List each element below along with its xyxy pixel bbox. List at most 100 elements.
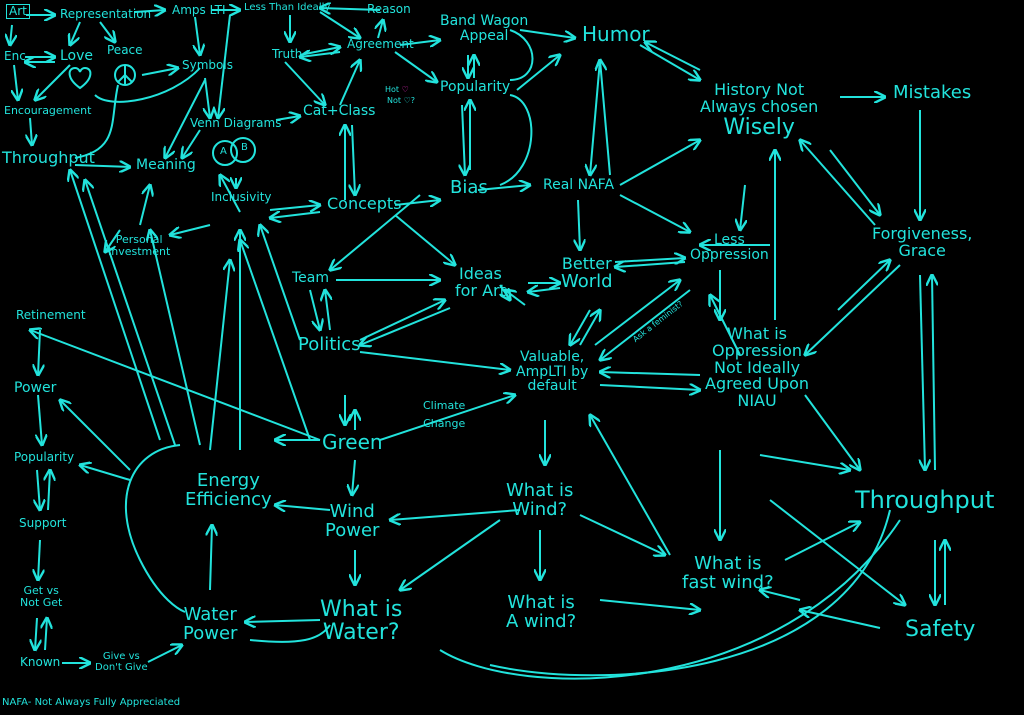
node-mistakes[interactable]: Mistakes bbox=[893, 82, 972, 103]
line: for Art bbox=[455, 280, 506, 300]
node-safety[interactable]: Safety bbox=[905, 617, 976, 642]
node-forgiveness-grace[interactable]: Forgiveness,Grace bbox=[872, 224, 973, 260]
edge-arrow bbox=[195, 16, 200, 55]
edge-arrow bbox=[220, 175, 241, 213]
edge-arrow bbox=[619, 140, 700, 186]
node-known[interactable]: Known bbox=[20, 655, 61, 669]
node-enc[interactable]: Enc bbox=[4, 49, 26, 63]
edge-arrow bbox=[74, 165, 130, 167]
pink-heart-icon: ♡ bbox=[401, 85, 409, 94]
edge-arrow bbox=[70, 21, 81, 45]
line: What is bbox=[727, 324, 787, 343]
edge-arrow bbox=[209, 260, 230, 451]
node-truth[interactable]: Truth bbox=[272, 47, 303, 61]
node-real-nafa[interactable]: Real NAFA bbox=[543, 177, 615, 193]
line: Wisely bbox=[723, 114, 795, 140]
node-cat-class[interactable]: Cat+Class bbox=[303, 103, 376, 119]
line: Give vs bbox=[102, 651, 140, 662]
edge-arrow bbox=[759, 454, 850, 470]
curve-connector bbox=[94, 67, 201, 103]
line: AmpLTI by bbox=[516, 363, 589, 380]
node-inclusivity[interactable]: Inclusivity bbox=[211, 190, 272, 204]
node-bias[interactable]: Bias bbox=[450, 177, 488, 198]
edge-arrow bbox=[390, 509, 521, 520]
node-support[interactable]: Support bbox=[19, 516, 67, 530]
node-love[interactable]: Love bbox=[60, 48, 94, 64]
edge-arrow bbox=[38, 329, 40, 375]
node-humor[interactable]: Humor bbox=[582, 22, 650, 46]
edge-arrow bbox=[260, 225, 301, 341]
line: Oppression bbox=[690, 246, 769, 263]
line: Not Ideally bbox=[714, 357, 801, 377]
edge-arrow bbox=[579, 514, 665, 555]
node-concepts[interactable]: Concepts bbox=[327, 194, 402, 213]
edge-arrow bbox=[710, 295, 741, 356]
node-peace[interactable]: Peace bbox=[107, 43, 143, 57]
node-power[interactable]: Power bbox=[14, 380, 57, 396]
curve-connector bbox=[74, 84, 119, 159]
node-less-than-ideally[interactable]: Less Than Ideally bbox=[244, 2, 331, 13]
question-mark: ? bbox=[410, 96, 415, 105]
line: What is bbox=[694, 553, 762, 574]
edge-arrow bbox=[309, 289, 320, 330]
node-politics[interactable]: Politics bbox=[298, 334, 361, 355]
edge-arrow bbox=[99, 21, 115, 42]
node-reason[interactable]: Reason bbox=[367, 2, 411, 16]
node-throughput-left[interactable]: Throughput bbox=[2, 148, 95, 167]
edge-arrow bbox=[932, 275, 935, 471]
edge-arrow bbox=[35, 617, 37, 650]
line: Power bbox=[183, 622, 238, 644]
line: fast wind? bbox=[682, 571, 774, 593]
node-encouragement[interactable]: Encouragement bbox=[4, 104, 92, 117]
line: Appeal bbox=[459, 27, 509, 44]
edge-arrow bbox=[147, 645, 182, 663]
edge-arrow bbox=[85, 180, 176, 446]
node-popularity-top[interactable]: Popularity bbox=[440, 79, 511, 95]
node-green[interactable]: Green bbox=[322, 430, 383, 454]
line: Grace bbox=[898, 240, 946, 260]
peace-sign-icon bbox=[114, 64, 136, 86]
node-retinement[interactable]: Retinement bbox=[16, 308, 86, 322]
edge-arrow bbox=[150, 230, 201, 446]
node-team[interactable]: Team bbox=[292, 270, 330, 286]
node-art[interactable]: Art bbox=[6, 4, 30, 19]
line: Forgiveness, bbox=[872, 224, 973, 243]
edge-arrow bbox=[829, 149, 880, 215]
node-agreement[interactable]: Agreement bbox=[347, 37, 414, 51]
hot-text: Hot bbox=[385, 85, 400, 94]
edge-arrow bbox=[352, 124, 355, 195]
venn-label-b: B bbox=[241, 142, 248, 153]
node-symbols[interactable]: Symbols bbox=[182, 58, 233, 72]
node-amps-lti[interactable]: Amps LTI bbox=[172, 3, 226, 17]
node-meaning[interactable]: Meaning bbox=[136, 157, 196, 173]
edge-arrow bbox=[394, 214, 455, 265]
node-venn-diagrams[interactable]: Venn Diagrams bbox=[190, 116, 282, 130]
edge-arrow bbox=[590, 59, 601, 175]
line: Efficiency bbox=[185, 488, 272, 510]
node-representation[interactable]: Representation bbox=[60, 7, 152, 21]
node-popularity-left[interactable]: Popularity bbox=[14, 450, 75, 464]
edge-arrow bbox=[38, 394, 42, 445]
node-throughput-right[interactable]: Throughput bbox=[855, 486, 995, 514]
bracket-curve bbox=[499, 94, 533, 186]
curve-connector bbox=[249, 624, 331, 643]
